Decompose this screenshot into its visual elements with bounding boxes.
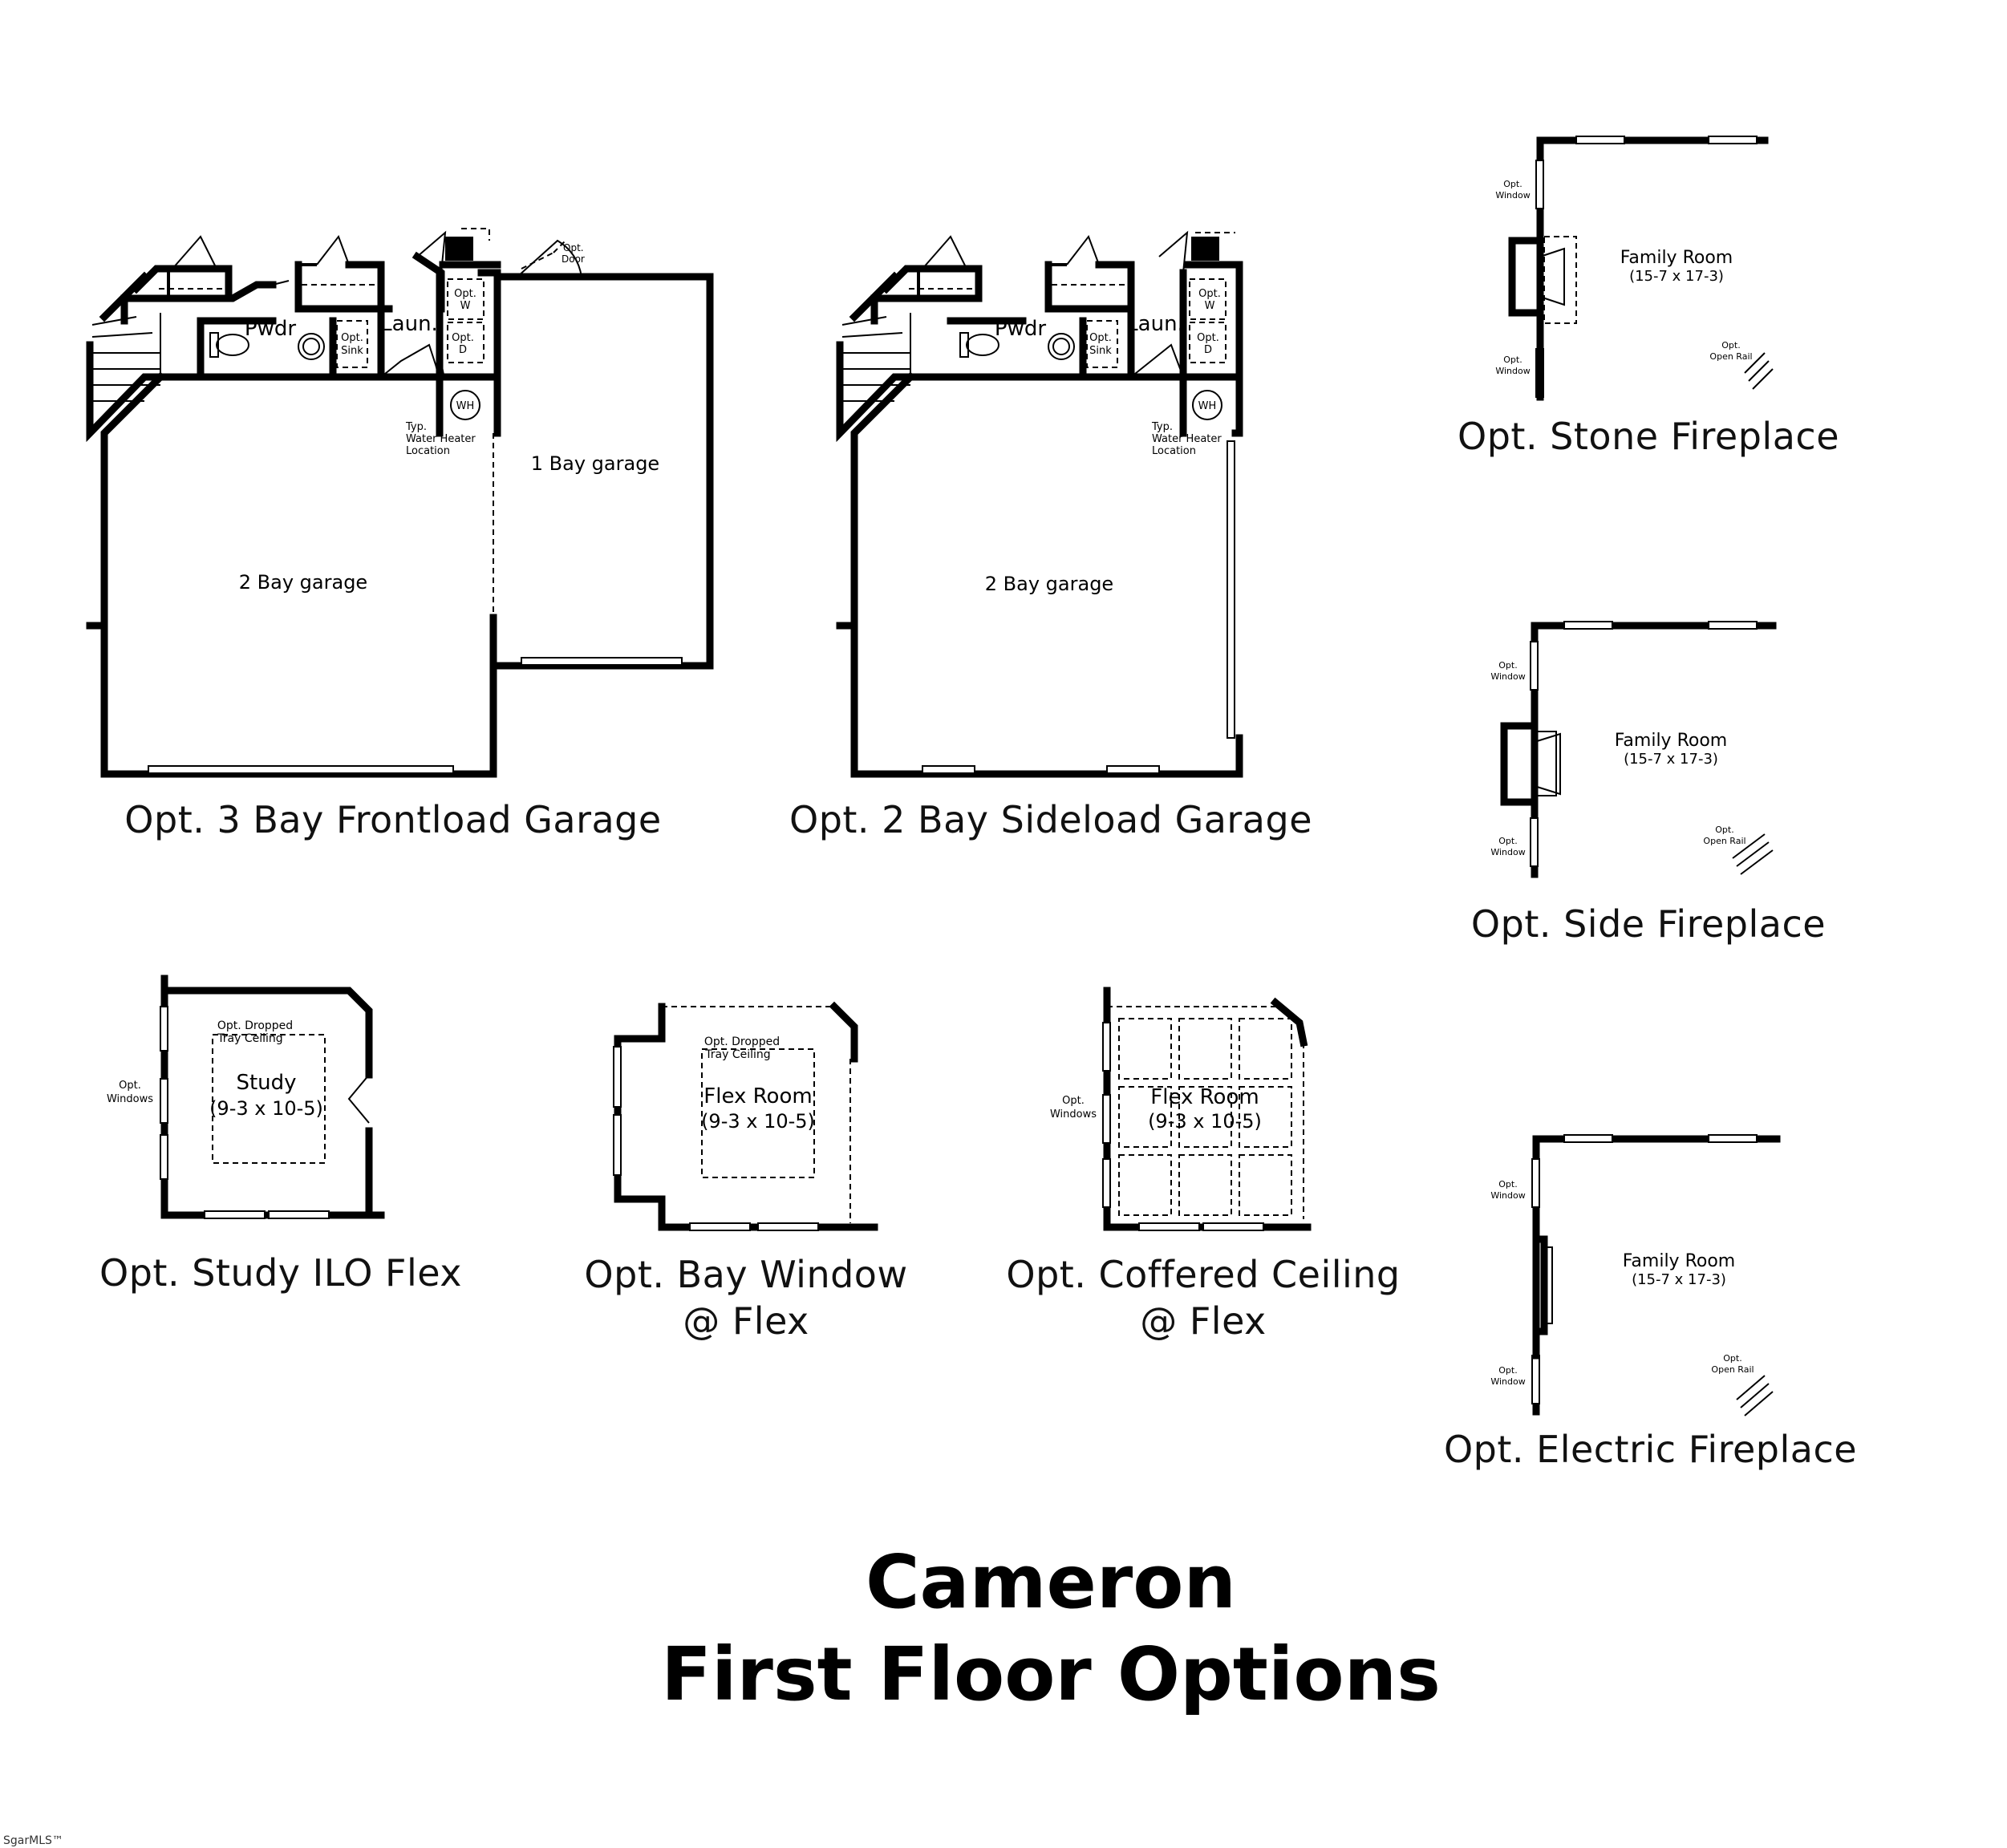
family-room-label-stone: Family Room [1620, 248, 1733, 268]
opt-rail-side: Opt. [1715, 825, 1733, 835]
opt-window-stone-top-2: Window [1495, 190, 1530, 201]
frontload-garage-plan [86, 228, 714, 778]
caption-study: Opt. Study ILO Flex [99, 1251, 462, 1295]
opt-window-stone-bottom: Opt. [1503, 355, 1522, 365]
opt-sink-label-2: Sink [341, 345, 363, 357]
flex-room-label-coffered: Flex Room [1150, 1085, 1259, 1109]
title-line-2: First Floor Options [661, 1631, 1441, 1717]
caption-frontload-garage: Opt. 3 Bay Frontload Garage [124, 798, 662, 841]
wh-note-3: Location [406, 445, 450, 457]
wh-label-sideload: WH [1198, 400, 1217, 412]
one-bay-garage-label: 1 Bay garage [531, 452, 659, 475]
caption-sideload-garage: Opt. 2 Bay Sideload Garage [789, 798, 1312, 841]
opt-d-label-2: D [459, 344, 467, 356]
caption-side-fireplace: Opt. Side Fireplace [1470, 902, 1827, 946]
pwdr-label-sideload: Pwdr [995, 317, 1046, 341]
pwdr-label: Pwdr [245, 317, 296, 341]
opt-d-label: Opt. [452, 332, 474, 344]
caption-coffered-line1: Opt. Coffered Ceiling [1006, 1253, 1401, 1296]
stone-fireplace-plan [1508, 136, 1774, 401]
opt-w-label: Opt. [454, 288, 476, 300]
bay-window-flex-plan [613, 1001, 878, 1231]
opt-windows-study: Opt. [119, 1080, 141, 1092]
opt-windows-study-2: Windows [107, 1093, 153, 1105]
opt-d-label-sideload: Opt. [1197, 332, 1219, 344]
family-room-label-side: Family Room [1615, 731, 1727, 751]
opt-window-electric-top-2: Window [1490, 1190, 1525, 1201]
study-label: Study [236, 1071, 296, 1095]
opt-rail-electric-2: Open Rail [1711, 1364, 1754, 1375]
two-bay-garage-label-sideload: 2 Bay garage [985, 573, 1113, 595]
dropped-ceiling-bay: Opt. Dropped [704, 1035, 780, 1048]
study-plan [160, 975, 385, 1219]
side-fireplace-plan [1500, 621, 1777, 878]
opt-windows-coffered-2: Windows [1050, 1108, 1097, 1121]
opt-rail-side-2: Open Rail [1703, 836, 1745, 846]
laun-label: Laun. [380, 312, 438, 336]
wh-note-sideload-1: Typ. [1151, 421, 1173, 433]
dropped-ceiling-bay-2: Tray Ceiling [704, 1048, 770, 1061]
opt-rail-electric: Opt. [1723, 1353, 1741, 1364]
opt-window-electric-bottom: Opt. [1498, 1365, 1517, 1376]
caption-coffered: Opt. Coffered Ceiling @ Flex [995, 1251, 1412, 1344]
opt-d-label-sideload-2: D [1204, 344, 1212, 356]
opt-window-side-top-2: Window [1490, 671, 1525, 682]
opt-window-electric-top: Opt. [1498, 1179, 1517, 1189]
opt-window-side-bottom: Opt. [1498, 836, 1517, 846]
opt-rail-stone: Opt. [1721, 340, 1740, 351]
wh-label: WH [456, 400, 475, 412]
opt-sink-label-sideload: Opt. [1089, 332, 1112, 344]
family-room-label-electric: Family Room [1623, 1251, 1735, 1271]
family-dims-electric: (15-7 x 17-3) [1632, 1271, 1726, 1288]
opt-window-side-bottom-2: Window [1490, 847, 1525, 857]
family-dims-side: (15-7 x 17-3) [1624, 751, 1718, 768]
opt-w-label-2: W [460, 300, 471, 312]
two-bay-garage-label: 2 Bay garage [239, 571, 367, 594]
caption-bay-window-line1: Opt. Bay Window [584, 1253, 908, 1296]
opt-w-label-sideload: Opt. [1198, 288, 1221, 300]
opt-rail-stone-2: Open Rail [1709, 351, 1752, 362]
flex-dims-coffered: (9-3 x 10-5) [1148, 1110, 1262, 1133]
opt-window-stone-top: Opt. [1503, 179, 1522, 189]
opt-window-stone-bottom-2: Window [1495, 366, 1530, 376]
study-dims: (9-3 x 10-5) [209, 1097, 323, 1120]
page-title: Cameron First Floor Options [489, 1536, 1612, 1720]
dropped-ceiling-study: Opt. Dropped [217, 1019, 293, 1032]
wh-note-1: Typ. [405, 421, 427, 433]
opt-window-side-top: Opt. [1498, 660, 1517, 671]
opt-windows-coffered: Opt. [1062, 1095, 1085, 1107]
family-dims-stone: (15-7 x 17-3) [1629, 268, 1724, 285]
wh-note-sideload-3: Location [1152, 445, 1196, 457]
sideload-garage-plan [836, 230, 1243, 778]
electric-fireplace-plan [1531, 1134, 1781, 1416]
opt-w-label-sideload-2: W [1205, 300, 1215, 312]
opt-sink-label-sideload-2: Sink [1089, 345, 1112, 357]
dropped-ceiling-study-2: Tray Ceiling [217, 1032, 282, 1045]
wh-note-sideload-2: Water Heater [1152, 433, 1222, 445]
coffered-flex-plan [1102, 987, 1312, 1231]
title-line-1: Cameron [866, 1539, 1236, 1625]
opt-window-electric-bottom-2: Window [1490, 1376, 1525, 1387]
watermark-logo: SgarMLS™ [3, 1834, 63, 1847]
caption-bay-window-line2: @ Flex [683, 1299, 809, 1343]
flex-room-label-bay: Flex Room [703, 1084, 812, 1108]
opt-door-label-2: Door [562, 253, 585, 265]
laun-label-sideload: Laun. [1126, 312, 1184, 336]
caption-electric-fireplace: Opt. Electric Fireplace [1443, 1428, 1858, 1471]
opt-door-label: Opt. [563, 242, 584, 253]
flex-dims-bay: (9-3 x 10-5) [701, 1110, 815, 1133]
caption-coffered-line2: @ Flex [1140, 1299, 1267, 1343]
caption-bay-window: Opt. Bay Window @ Flex [562, 1251, 931, 1344]
wh-note-2: Water Heater [406, 433, 476, 445]
caption-stone-fireplace: Opt. Stone Fireplace [1458, 415, 1839, 458]
opt-sink-label: Opt. [341, 332, 363, 344]
